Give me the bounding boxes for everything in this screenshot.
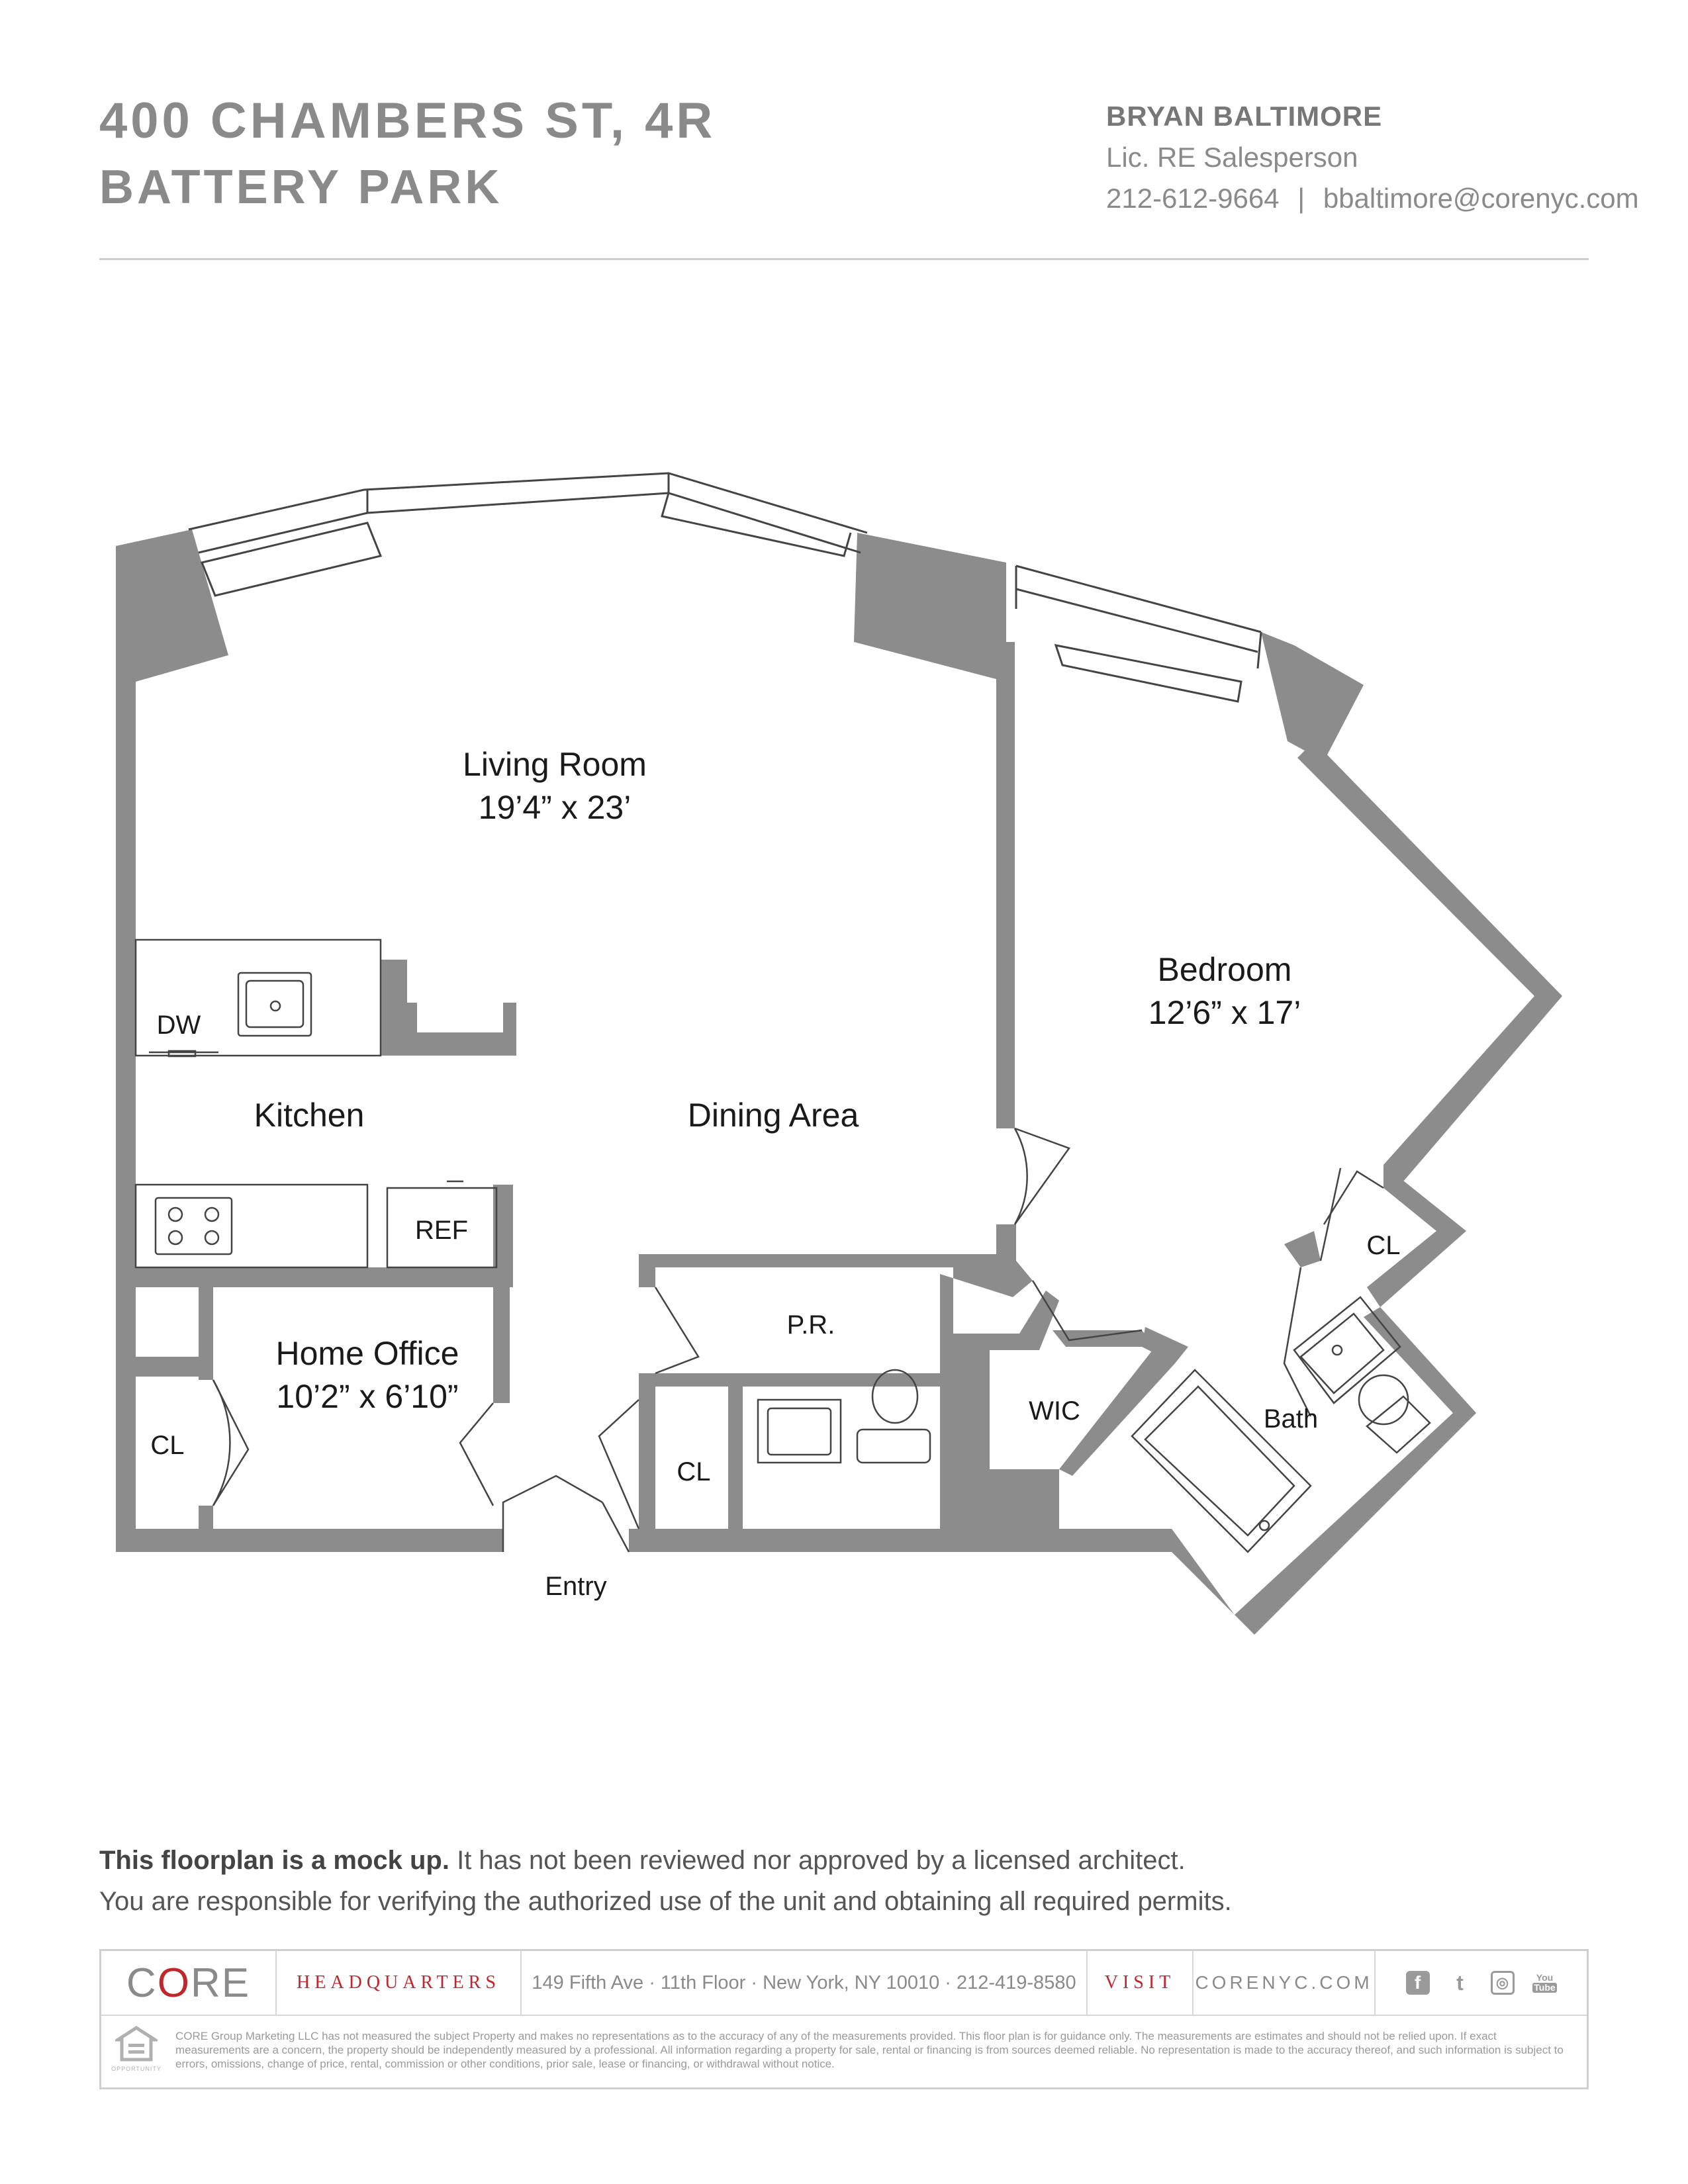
home-office-name: Home Office xyxy=(276,1335,459,1372)
footer-top-row: CORE HEADQUARTERS 149 Fifth Ave · 11th F… xyxy=(101,1951,1587,2016)
floorplan-disclaimer: This floorplan is a mock up. It has not … xyxy=(99,1840,1589,1922)
wic-label: WIC xyxy=(1029,1396,1080,1426)
disclaimer-line-1: This floorplan is a mock up. It has not … xyxy=(99,1840,1589,1881)
disclaimer-line-1-rest: It has not been reviewed nor approved by… xyxy=(449,1846,1186,1875)
facebook-icon[interactable]: f xyxy=(1405,1971,1430,1995)
bedroom-name: Bedroom xyxy=(1158,951,1292,988)
bedroom-size: 12’6” x 17’ xyxy=(1149,994,1301,1031)
room-labels: Living Room 19’4” x 23’ Bedroom 12’6” x … xyxy=(150,746,1400,1601)
listing-neighborhood: BATTERY PARK xyxy=(99,161,503,214)
living-room-size: 19’4” x 23’ xyxy=(479,789,632,826)
legal-fine-print: CORE Group Marketing LLC has not measure… xyxy=(175,2030,1564,2070)
equal-housing-caption: OPPORTUNITY xyxy=(111,2066,162,2072)
agent-title: Lic. RE Salesperson xyxy=(1106,142,1358,173)
fixtures xyxy=(134,938,1431,1553)
dw-label: DW xyxy=(157,1011,201,1040)
agent-email[interactable]: bbaltimore@corenyc.com xyxy=(1323,183,1639,214)
visit-label: VISIT xyxy=(1088,1951,1194,2015)
living-room-name: Living Room xyxy=(463,746,647,783)
twitter-icon[interactable]: t xyxy=(1456,1970,1464,1995)
instagram-icon[interactable]: ◎ xyxy=(1490,1971,1515,1995)
disclaimer-bold: This floorplan is a mock up. xyxy=(99,1846,449,1875)
agent-phone[interactable]: 212-612-9664 xyxy=(1106,183,1280,214)
window-sills xyxy=(188,472,1262,703)
entry-label: Entry xyxy=(545,1572,606,1601)
disclaimer-line-2: You are responsible for verifying the au… xyxy=(99,1887,1232,1916)
home-office-size: 10’2” x 6’10” xyxy=(276,1378,458,1415)
equal-housing-icon xyxy=(112,2026,161,2062)
ref-label: REF xyxy=(415,1216,468,1245)
dining-area-label: Dining Area xyxy=(688,1097,859,1134)
contact-separator: | xyxy=(1297,183,1305,214)
header-divider xyxy=(99,258,1589,260)
closet-office-label: CL xyxy=(150,1431,184,1460)
core-logo[interactable]: CORE xyxy=(101,1951,277,2015)
bath-label: Bath xyxy=(1264,1404,1318,1433)
pr-label: P.R. xyxy=(787,1310,835,1340)
floorplan-walls xyxy=(116,529,1562,1635)
youtube-icon[interactable]: You Tube xyxy=(1532,1972,1557,1993)
equal-housing-logo: OPPORTUNITY xyxy=(111,2025,162,2081)
agent-name: BRYAN BALTIMORE xyxy=(1106,101,1383,132)
agent-contact: 212-612-9664 | bbaltimore@corenyc.com xyxy=(1106,183,1639,214)
hq-address: 149 Fifth Ave · 11th Floor · New York, N… xyxy=(522,1951,1088,2015)
closet-entry-label: CL xyxy=(677,1457,710,1486)
footer: CORE HEADQUARTERS 149 Fifth Ave · 11th F… xyxy=(99,1949,1589,2089)
kitchen-label: Kitchen xyxy=(254,1097,365,1134)
website-link[interactable]: CORENYC.COM xyxy=(1194,1951,1376,2015)
social-links: f t ◎ You Tube xyxy=(1376,1951,1587,2015)
doors xyxy=(212,1127,1384,1553)
headquarters-label: HEADQUARTERS xyxy=(277,1951,522,2015)
closet-bedroom-label: CL xyxy=(1366,1231,1400,1260)
listing-address: 400 CHAMBERS ST, 4R xyxy=(99,93,716,149)
